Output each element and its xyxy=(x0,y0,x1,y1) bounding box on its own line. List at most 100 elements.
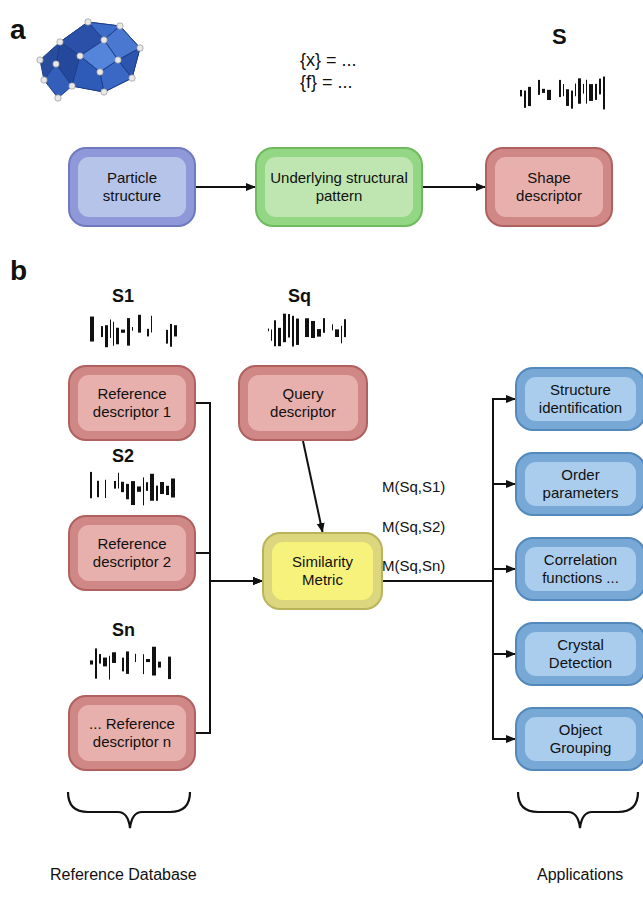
reference-box: Reference descriptor 2 xyxy=(68,515,196,591)
group-label: Reference Database xyxy=(50,866,197,884)
box-label: Order parameters xyxy=(525,466,636,502)
descriptor-bar xyxy=(90,472,92,498)
box-label: Particle structure xyxy=(78,169,186,205)
descriptor-bar xyxy=(146,659,150,662)
reference-box: ... Reference descriptor n xyxy=(68,695,196,771)
flow-arrow xyxy=(383,484,515,581)
particle-illustration xyxy=(40,22,140,98)
descriptor-bar xyxy=(323,318,325,333)
descriptor-bar xyxy=(171,479,175,498)
descriptor-bar xyxy=(271,329,272,340)
descriptor-bar xyxy=(143,654,144,674)
descriptor-bar xyxy=(311,321,315,338)
descriptor-bar xyxy=(99,654,101,663)
descriptor-bar xyxy=(538,80,540,95)
descriptor-bar xyxy=(332,324,333,330)
descriptor-bar xyxy=(126,484,129,499)
descriptor-bar xyxy=(274,320,276,346)
descriptor-bar xyxy=(344,319,346,337)
descriptor-bar xyxy=(95,648,97,678)
box-label: ... Reference descriptor n xyxy=(78,715,186,751)
descriptor-bar xyxy=(110,319,111,337)
descriptor-bar xyxy=(288,314,290,337)
descriptor-symbol: S1 xyxy=(112,286,134,307)
box-face: Object Grouping xyxy=(525,717,636,761)
query-box: Query descriptor xyxy=(238,365,368,441)
descriptor-bar xyxy=(114,481,116,489)
particle-box: Particle structure xyxy=(68,147,196,227)
box-face: Shape descriptor xyxy=(495,157,603,217)
application-box: Structure identification xyxy=(515,367,643,431)
descriptor-bar xyxy=(589,84,593,101)
metric-label: M(Sq,S2) xyxy=(382,518,445,535)
descriptor-bar xyxy=(112,652,116,663)
box-label: Reference descriptor 1 xyxy=(78,385,186,421)
descriptor-bar xyxy=(524,91,526,108)
descriptor-bar xyxy=(109,656,110,680)
descriptor-bar xyxy=(296,319,299,345)
descriptor-bar xyxy=(168,657,171,679)
descriptor-symbol: S2 xyxy=(112,446,134,467)
descriptor-bar xyxy=(528,87,531,106)
flow-arrow xyxy=(383,581,515,654)
box-face: Structure identification xyxy=(525,377,636,421)
descriptor-bar xyxy=(143,477,144,505)
descriptor-bar xyxy=(170,324,172,347)
flow-arrow xyxy=(196,186,255,188)
descriptor-bar xyxy=(166,330,168,344)
box-face: Reference descriptor 2 xyxy=(78,525,186,581)
descriptor-bar xyxy=(121,482,124,492)
formula-text: {x} = ... xyxy=(300,50,357,71)
descriptor-bar xyxy=(146,482,148,491)
descriptor-bar xyxy=(174,325,177,336)
descriptor-bar xyxy=(595,84,597,100)
descriptor-bar xyxy=(278,328,281,346)
box-face: ... Reference descriptor n xyxy=(78,705,186,761)
descriptor-bar xyxy=(599,79,601,95)
box-label: Reference descriptor 2 xyxy=(78,535,186,571)
descriptor-bar xyxy=(292,316,294,347)
box-face: Correlation functions ... xyxy=(525,547,636,591)
descriptor-bar xyxy=(520,90,522,96)
box-face: Reference descriptor 1 xyxy=(78,375,186,431)
application-box: Order parameters xyxy=(515,452,643,516)
descriptor-bar xyxy=(132,327,133,331)
descriptor-bar xyxy=(152,647,156,676)
descriptor-bar xyxy=(160,482,164,494)
descriptor-bar xyxy=(571,91,573,109)
descriptor-bar xyxy=(603,77,605,110)
flow-arrow xyxy=(196,581,262,733)
metric-box: Similarity Metric xyxy=(262,532,383,610)
descriptor-bar xyxy=(559,80,561,97)
application-box: Object Grouping xyxy=(515,707,643,771)
metric-label: M(Sq,Sn) xyxy=(382,557,445,574)
box-label: Crystal Detection xyxy=(525,636,636,672)
metric-label: M(Sq,S1) xyxy=(382,478,445,495)
descriptor-bar xyxy=(137,486,141,491)
group-label: Applications xyxy=(537,866,623,884)
application-box: Crystal Detection xyxy=(515,622,643,686)
flow-arrow xyxy=(383,581,515,739)
descriptor-bar xyxy=(90,660,93,664)
descriptor-bar xyxy=(135,654,136,662)
descriptor-bar xyxy=(118,473,119,489)
descriptor-bar xyxy=(317,329,321,337)
box-face: Order parameters xyxy=(525,462,636,506)
descriptor-bar xyxy=(116,328,119,345)
descriptor-bar xyxy=(586,80,587,104)
box-face: Particle structure xyxy=(78,157,186,217)
descriptor-bar xyxy=(583,84,584,94)
descriptor-bar xyxy=(563,84,564,96)
descriptor-bar xyxy=(101,326,103,337)
box-face: Underlying structural pattern xyxy=(265,157,413,217)
descriptor-bar xyxy=(150,474,154,501)
descriptor-bar xyxy=(578,78,581,103)
formula-text: {f} = ... xyxy=(300,72,353,93)
box-label: Underlying structural pattern xyxy=(265,169,413,205)
flow-arrow xyxy=(196,553,262,581)
descriptor-box: Shape descriptor xyxy=(485,147,613,227)
descriptor-bar xyxy=(126,651,129,673)
descriptor-bar xyxy=(542,89,545,93)
box-label: Shape descriptor xyxy=(495,169,603,205)
descriptor-bar xyxy=(268,329,269,332)
